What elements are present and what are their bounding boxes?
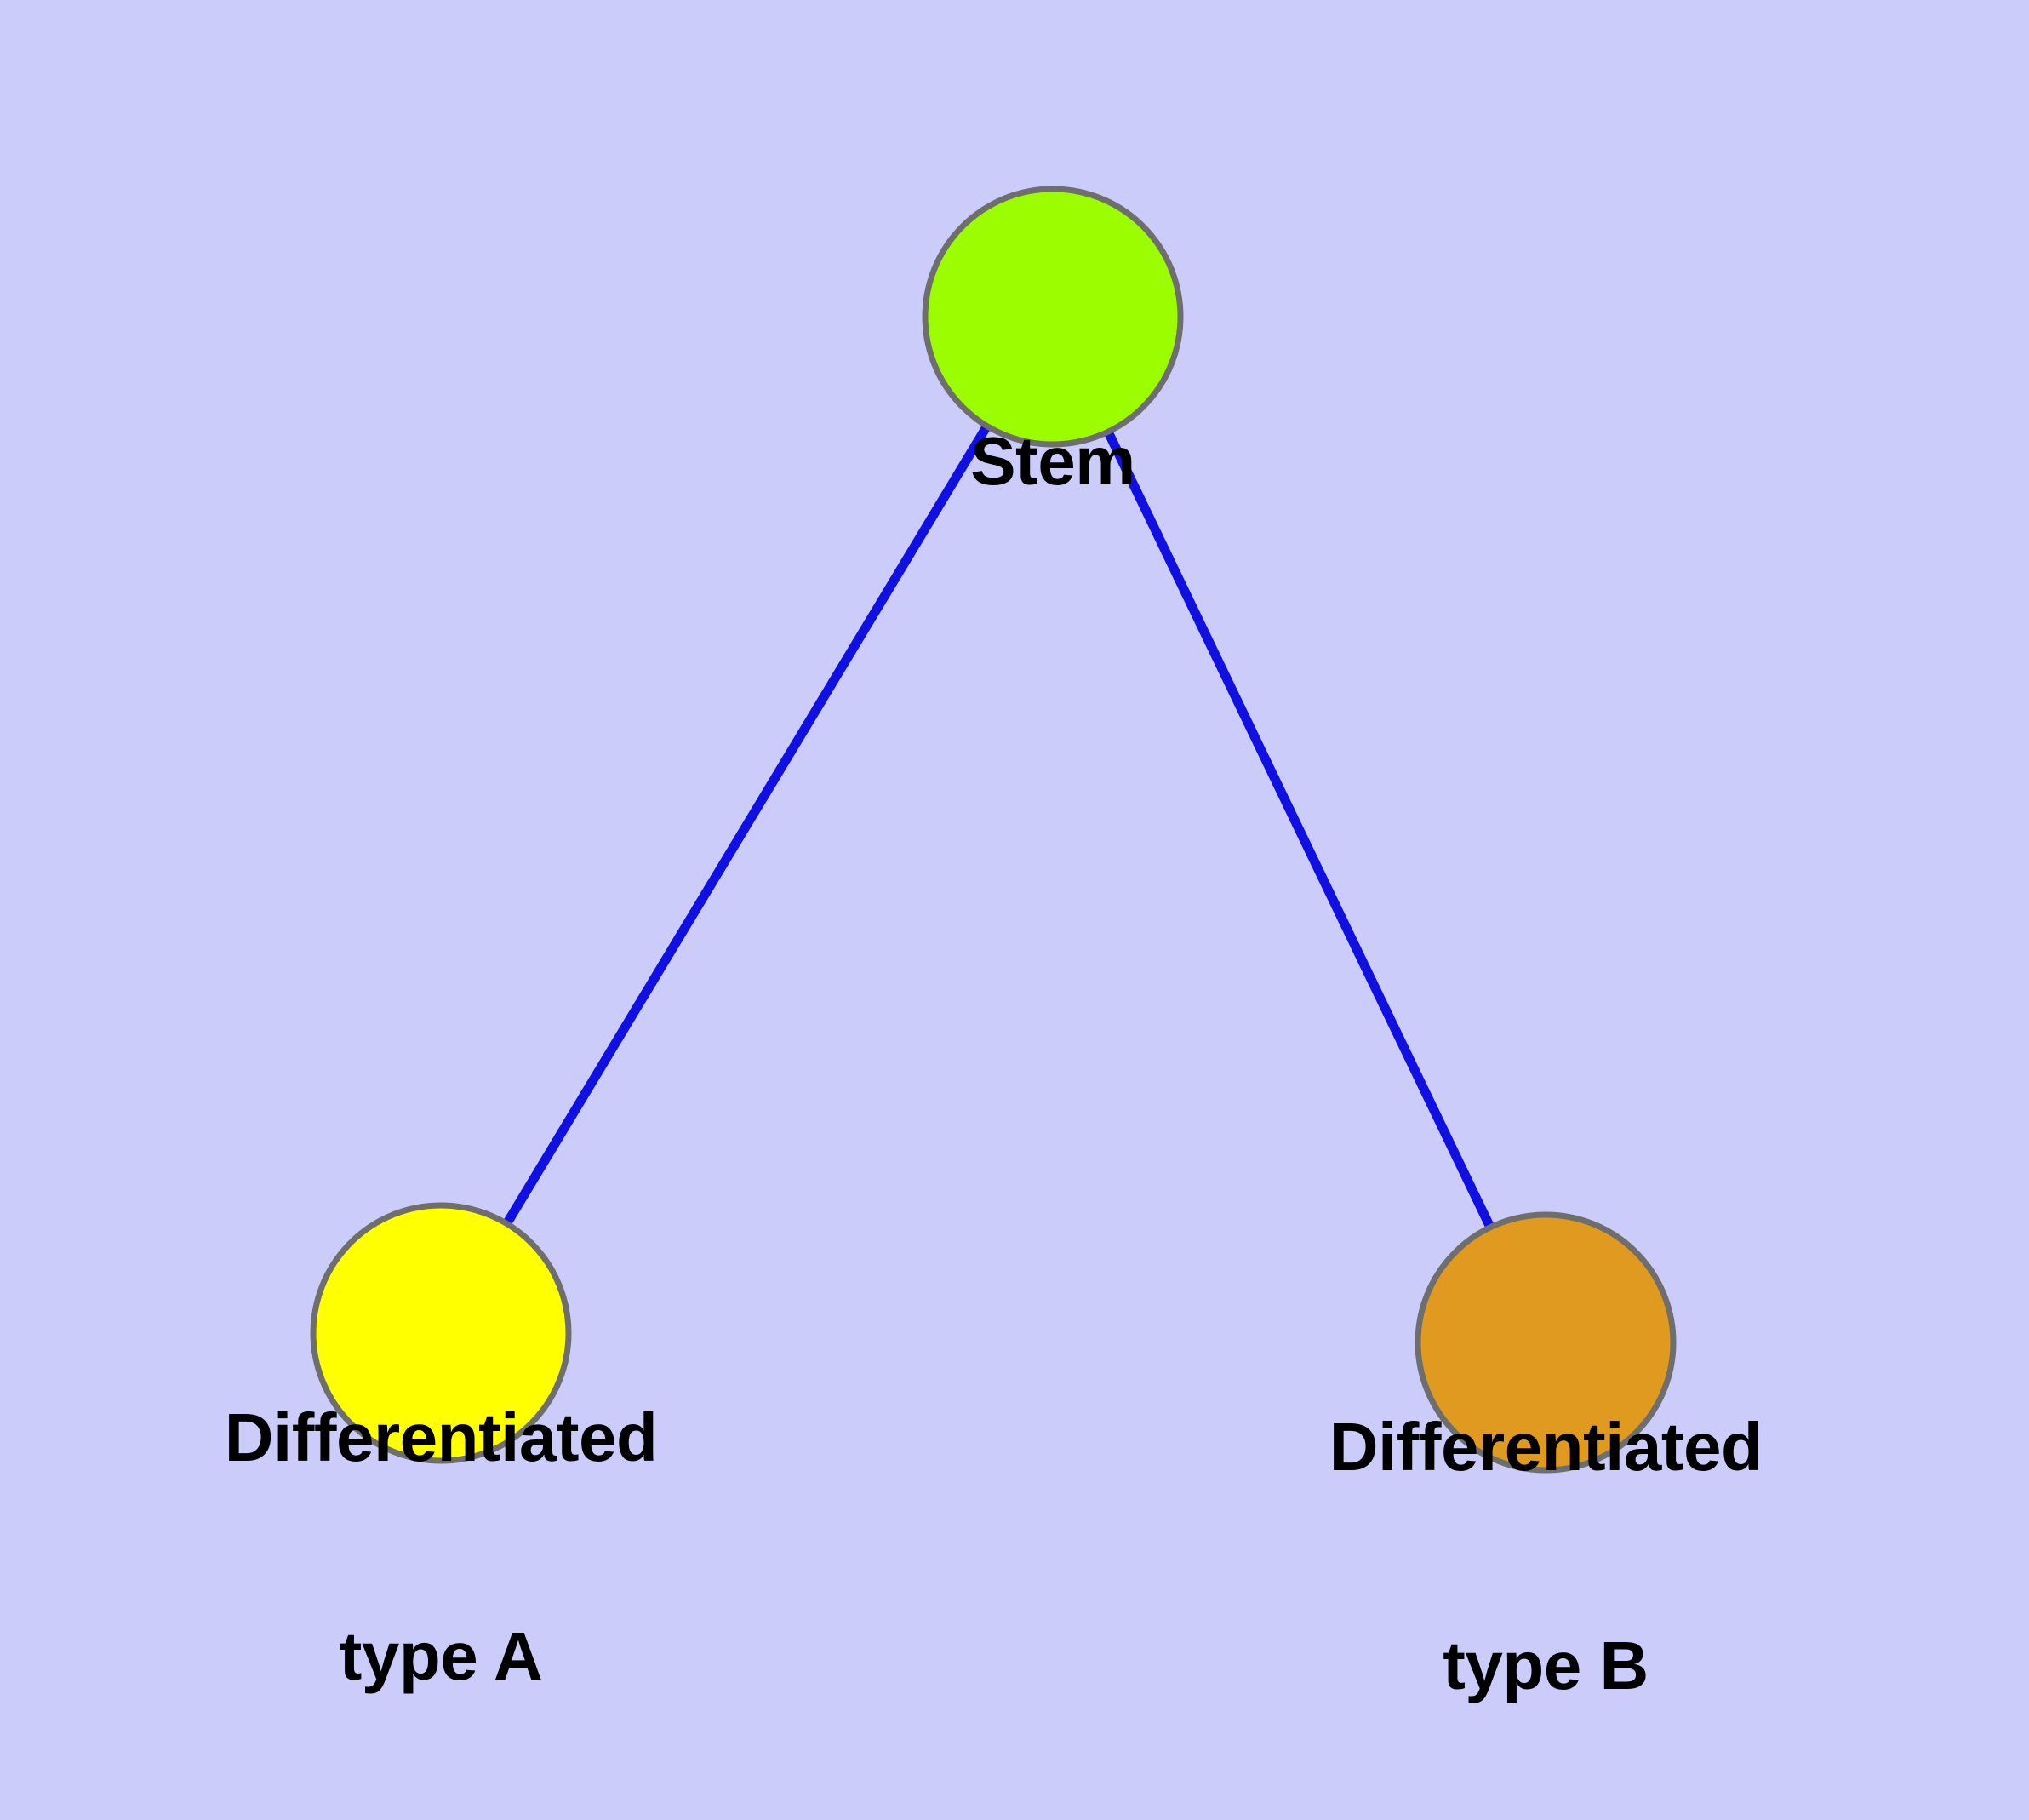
- node-differentiated-type-a[interactable]: [310, 1202, 572, 1464]
- edge-layer: [502, 423, 1495, 1230]
- edge-stem-to-differentiated-type-b[interactable]: [1104, 429, 1495, 1230]
- node-differentiated-type-b[interactable]: [1415, 1211, 1677, 1474]
- node-stem[interactable]: [922, 186, 1184, 448]
- node-layer: [310, 186, 1677, 1474]
- edge-stem-to-differentiated-type-a[interactable]: [502, 423, 992, 1227]
